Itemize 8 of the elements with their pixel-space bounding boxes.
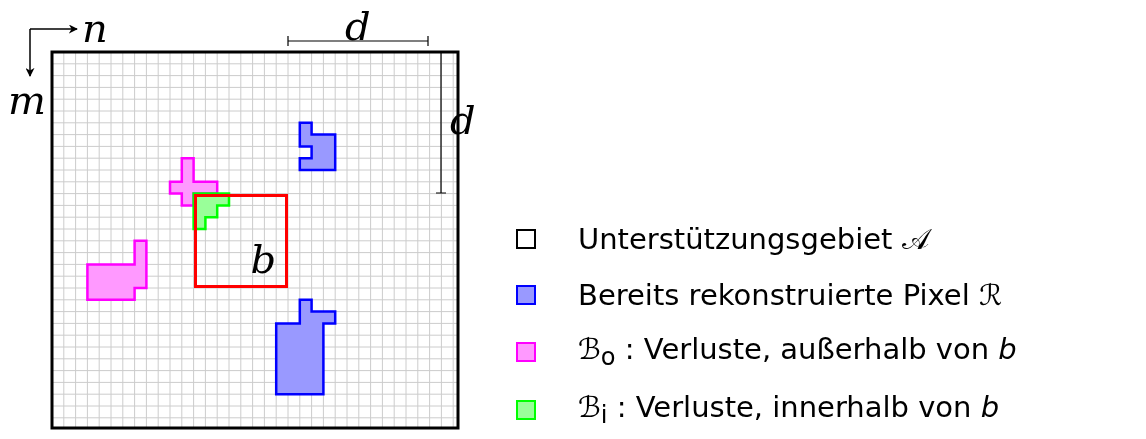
dimension-label: d [345, 6, 371, 46]
axis-label: m [8, 80, 46, 120]
legend-label: ℬ$_{o}$ : Verluste, außerhalb von b [578, 331, 1017, 373]
legend-label: Bereits rekonstruierte Pixel ℛ [578, 277, 1003, 313]
block-label: b [250, 238, 277, 279]
axis-label: n [82, 8, 108, 48]
legend-label: ℬ$_{i}$ : Verluste, innerhalb von b [578, 389, 1000, 431]
block-box [193, 193, 288, 288]
